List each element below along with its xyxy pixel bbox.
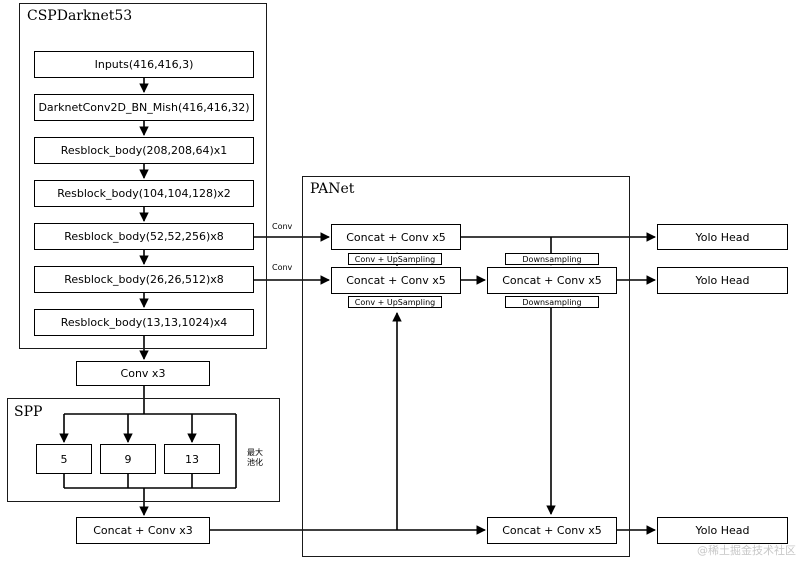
inputs-block: Inputs(416,416,3) [34, 51, 254, 78]
panet-concat-top-left: Concat + Conv x5 [331, 224, 461, 250]
maxpool-5-block: 5 [36, 444, 92, 474]
resblock-104-block: Resblock_body(104,104,128)x2 [34, 180, 254, 207]
panet-title: PANet [310, 181, 355, 197]
spp-group [7, 398, 280, 502]
upsampling-tag-1: Conv + UpSampling [348, 253, 442, 265]
resblock-26-block: Resblock_body(26,26,512)x8 [34, 266, 254, 293]
yolo-head-1: Yolo Head [657, 224, 788, 250]
conv-label-2: Conv [272, 263, 293, 272]
spp-title: SPP [14, 404, 43, 420]
resblock-52-block: Resblock_body(52,52,256)x8 [34, 223, 254, 250]
downsampling-tag-1: Downsampling [505, 253, 599, 265]
watermark: @稀土掘金技术社区 [697, 544, 796, 557]
maxpool-9-block: 9 [100, 444, 156, 474]
upsampling-tag-2: Conv + UpSampling [348, 296, 442, 308]
panet-concat-bottom: Concat + Conv x5 [487, 517, 617, 544]
yolo-head-2: Yolo Head [657, 267, 788, 294]
maxpool-13-block: 13 [164, 444, 220, 474]
concat-conv-x3-block: Concat + Conv x3 [76, 517, 210, 544]
maxpool-note: 最大池化 [247, 448, 263, 467]
panet-group [302, 176, 630, 557]
backbone-group [19, 3, 267, 349]
yolo-head-3: Yolo Head [657, 517, 788, 544]
panet-concat-mid-right: Concat + Conv x5 [487, 267, 617, 294]
backbone-title: CSPDarknet53 [27, 8, 133, 24]
conv-x3-block: Conv x3 [76, 361, 210, 386]
panet-concat-mid-left: Concat + Conv x5 [331, 267, 461, 294]
resblock-208-block: Resblock_body(208,208,64)x1 [34, 137, 254, 164]
darknet-conv-block: DarknetConv2D_BN_Mish(416,416,32) [34, 94, 254, 121]
downsampling-tag-2: Downsampling [505, 296, 599, 308]
conv-label-1: Conv [272, 222, 293, 231]
resblock-13-block: Resblock_body(13,13,1024)x4 [34, 309, 254, 336]
